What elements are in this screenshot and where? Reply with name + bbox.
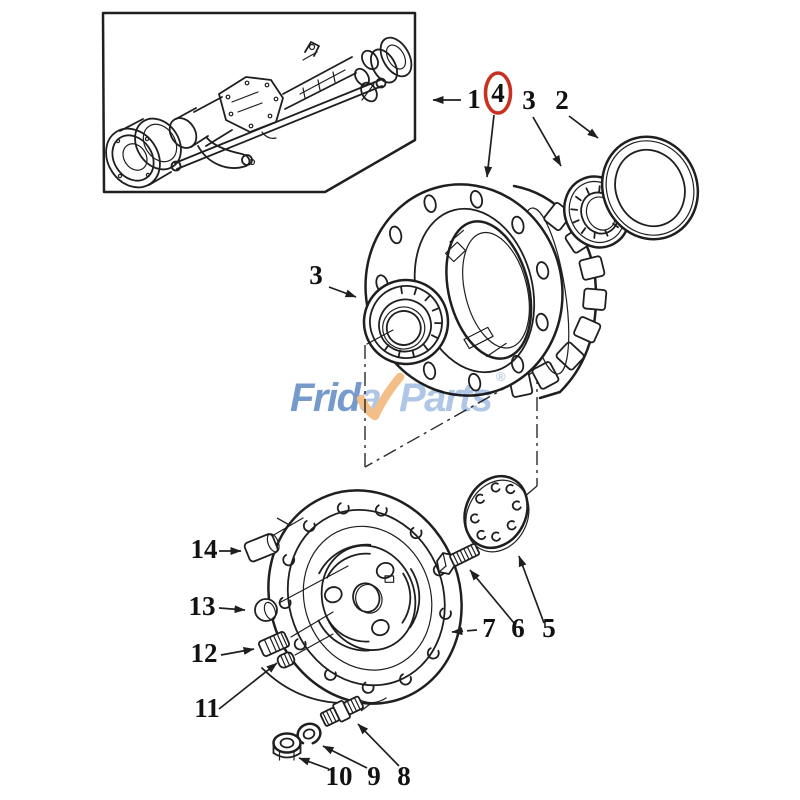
callout-label-3-left: 3 bbox=[309, 260, 323, 290]
spring-part11 bbox=[276, 651, 296, 669]
callout-label-12: 12 bbox=[191, 638, 218, 668]
callout-label-10: 10 bbox=[326, 761, 353, 791]
callout-label-7: 7 bbox=[482, 613, 496, 643]
watermark-logo: Frida Parts ® bbox=[290, 369, 506, 421]
callout-label-4: 4 bbox=[491, 78, 505, 108]
callout-6-arrow bbox=[469, 569, 515, 624]
watermark-check-icon bbox=[356, 372, 405, 421]
callout-label-6: 6 bbox=[511, 613, 525, 643]
bearing-centerline-tail bbox=[366, 329, 394, 345]
gasket-plate-part5 bbox=[463, 474, 530, 553]
callout-label-1: 1 bbox=[467, 84, 481, 114]
plug-part13 bbox=[254, 598, 278, 622]
nut-part10 bbox=[272, 732, 302, 761]
watermark-frid: Frid bbox=[290, 376, 363, 420]
callout-label-11: 11 bbox=[194, 693, 220, 723]
registered-mark: ® bbox=[496, 369, 506, 384]
leader-tails bbox=[271, 517, 349, 656]
callout-3-top-arrow bbox=[532, 116, 562, 167]
callout-label-5: 5 bbox=[542, 613, 556, 643]
callout-10-arrow bbox=[298, 757, 330, 770]
callout-4-arrow bbox=[484, 114, 495, 178]
callout-label-2: 2 bbox=[555, 85, 569, 115]
callout-9-arrow bbox=[322, 745, 368, 769]
callout-arrows bbox=[218, 96, 599, 770]
callout-label-14: 14 bbox=[191, 534, 218, 564]
callout-12-arrow bbox=[220, 646, 255, 656]
pin-part14 bbox=[243, 533, 280, 563]
front-axle-assembly bbox=[105, 36, 413, 189]
callout-8-arrow bbox=[357, 723, 400, 767]
seal-ring-part2 bbox=[600, 135, 700, 241]
callout-7-arrow bbox=[451, 627, 478, 636]
callout-label-13: 13 bbox=[189, 591, 216, 621]
callout-3-left-arrow bbox=[328, 286, 357, 298]
callout-11-arrow bbox=[218, 662, 278, 710]
callout-label-3-top: 3 bbox=[522, 85, 536, 115]
red-highlight-oval bbox=[483, 71, 513, 115]
callout-label-8: 8 bbox=[397, 761, 411, 791]
callout-5-arrow bbox=[518, 555, 545, 624]
stud-part8 bbox=[319, 695, 364, 727]
callout-2-arrow bbox=[568, 115, 599, 139]
axle-flange-part7 bbox=[261, 489, 463, 705]
bolt-part6 bbox=[436, 543, 481, 575]
bearing-part3-lower bbox=[362, 278, 450, 366]
inset-box bbox=[101, 11, 417, 194]
screw-part12 bbox=[258, 631, 290, 657]
watermark-frida: Frida bbox=[290, 376, 382, 420]
watermark-parts: Parts bbox=[399, 376, 492, 420]
callout-label-9: 9 bbox=[367, 761, 381, 791]
callout-labels: 1 4 3 2 3 14 13 12 11 7 6 5 10 9 8 bbox=[189, 78, 569, 791]
callout-13-arrow bbox=[218, 605, 246, 614]
